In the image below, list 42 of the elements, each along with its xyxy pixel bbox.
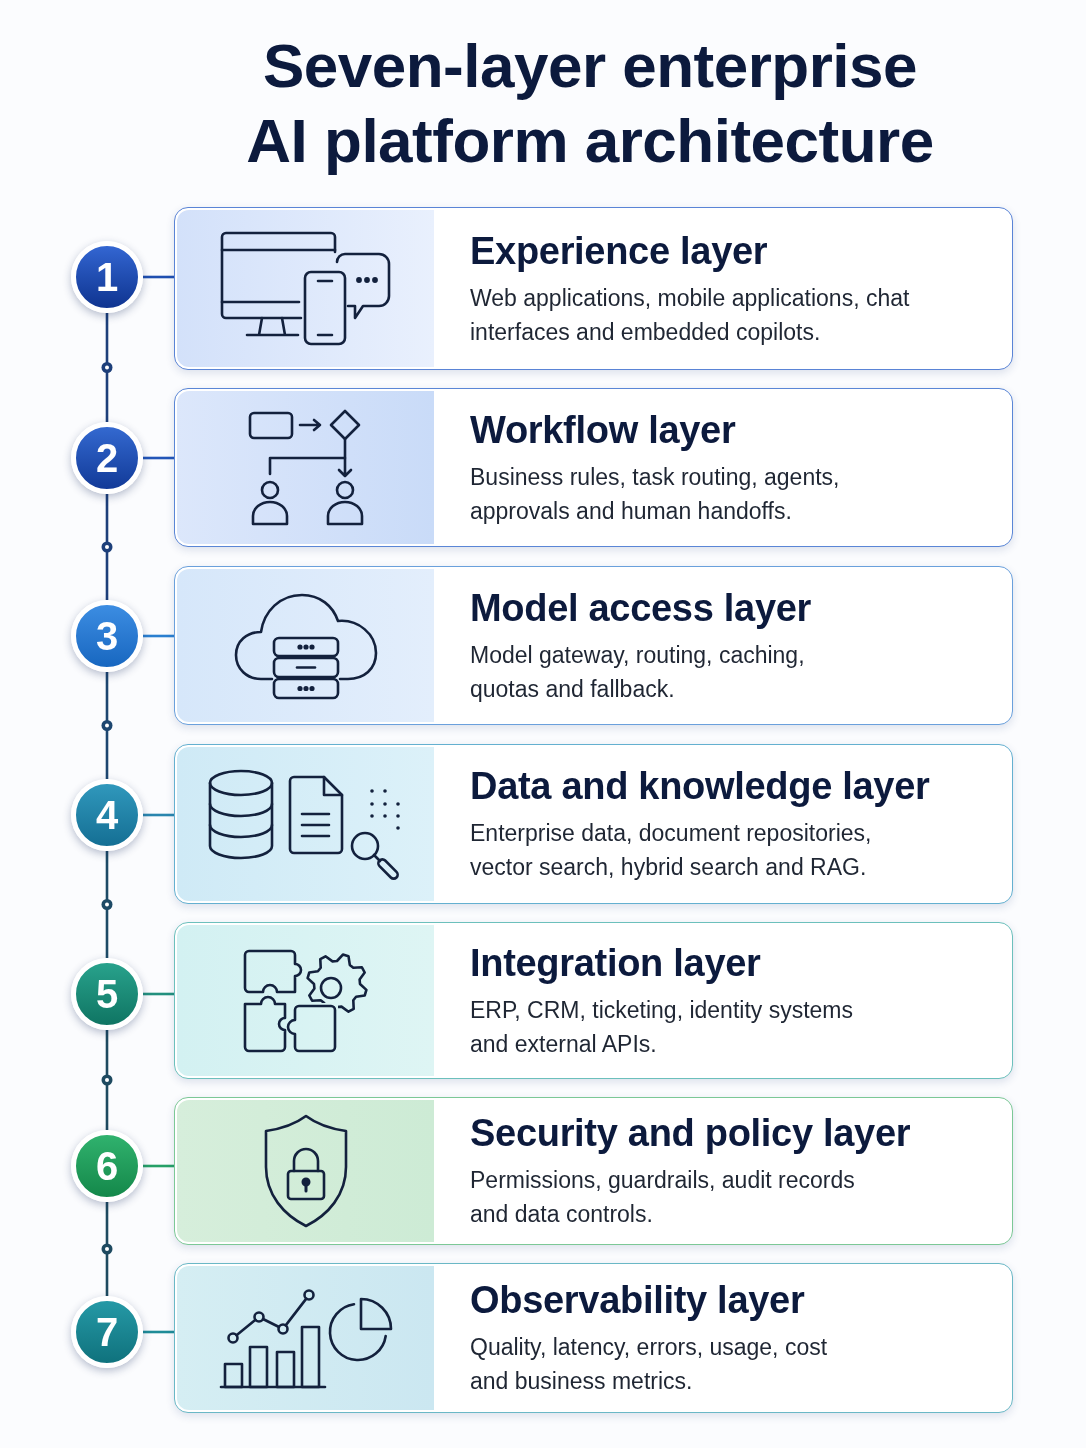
- layer-heading: Security and policy layer: [470, 1111, 912, 1155]
- layer-description: Permissions, guardrails, audit records and data controls.: [470, 1166, 856, 1229]
- timeline-line: [105, 1030, 109, 1130]
- layer-heading: Workflow layer: [470, 407, 737, 452]
- number-badge: 7: [71, 1296, 143, 1368]
- layer-card: [174, 744, 1013, 904]
- layer-card: [174, 207, 1013, 370]
- layer-heading: Observability layer: [470, 1278, 806, 1322]
- layer-heading: Integration layer: [470, 940, 762, 985]
- timeline-line: [105, 313, 109, 422]
- layer-description: Model gateway, routing, caching, quotas and fallback.: [470, 640, 806, 704]
- connector-line: [143, 992, 174, 996]
- timeline-line: [105, 672, 109, 779]
- layer-heading: Data and knowledge layer: [470, 764, 931, 808]
- connector-line: [143, 275, 174, 279]
- layer-description: Business rules, task routing, agents, approvals and human handoffs.: [470, 462, 841, 526]
- layer-heading: Model access layer: [470, 585, 813, 630]
- number-badge: 3: [71, 600, 143, 672]
- connector-line: [143, 634, 174, 638]
- layer-card: [174, 1097, 1013, 1245]
- layer-description: Quality, latency, errors, usage, cost and business metrics.: [470, 1333, 829, 1396]
- layer-card: [174, 922, 1013, 1079]
- timeline-line: [105, 851, 109, 958]
- layer-card: [174, 566, 1013, 725]
- number-badge: 5: [71, 958, 143, 1030]
- connector-line: [143, 456, 174, 460]
- number-badge: 4: [71, 779, 143, 851]
- connector-line: [143, 813, 174, 817]
- number-badge: 1: [71, 241, 143, 313]
- layer-description: Enterprise data, document repositories, vector search, hybrid search and RAG.: [470, 819, 873, 882]
- connector-line: [143, 1164, 174, 1168]
- layer-card: [174, 388, 1013, 547]
- layer-heading: Experience layer: [470, 228, 769, 273]
- layer-description: ERP, CRM, ticketing, identity systems and external APIs.: [470, 995, 855, 1059]
- number-badge: 6: [71, 1130, 143, 1202]
- layer-card: [174, 1263, 1013, 1413]
- layer-description: Web applications, mobile applications, chat interfaces and embedded copilots.: [470, 283, 911, 347]
- timeline-line: [105, 1202, 109, 1296]
- number-badge: 2: [71, 422, 143, 494]
- connector-line: [143, 1330, 174, 1334]
- diagram-title: Seven-layer enterprise AI platform architecture: [245, 30, 935, 177]
- timeline-line: [105, 494, 109, 600]
